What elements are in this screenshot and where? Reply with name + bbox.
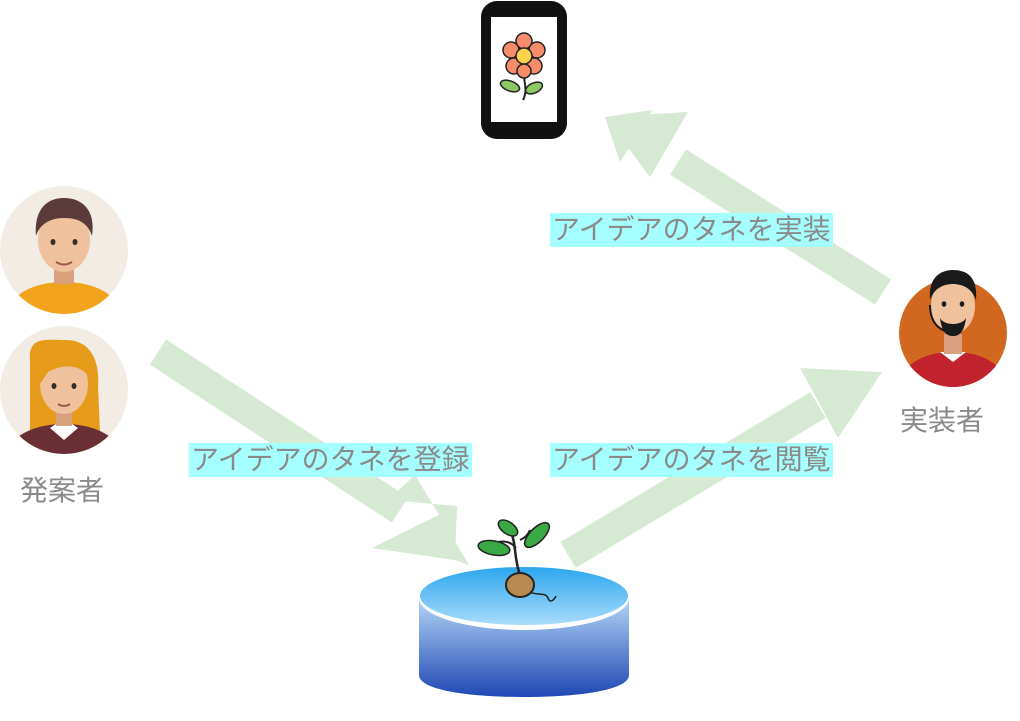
implement-arrow-label: アイデアのタネを実装	[550, 213, 833, 247]
proposer-label: 発案者	[20, 474, 105, 507]
arrow-register	[149, 339, 469, 565]
man-avatar-icon	[0, 186, 128, 314]
headset-man-avatar-icon	[899, 270, 1007, 387]
implementer-label: 実装者	[900, 404, 985, 437]
arrow-browse	[560, 368, 882, 568]
sprouting-seed-icon	[477, 519, 557, 602]
flower-icon	[499, 32, 546, 101]
smartphone-icon	[481, 1, 567, 139]
woman-avatar-icon	[0, 326, 128, 454]
register-arrow-label: アイデアのタネを登録	[189, 443, 472, 477]
browse-arrow-label: アイデアのタネを閲覧	[550, 443, 833, 477]
arrow-implement	[605, 110, 892, 305]
